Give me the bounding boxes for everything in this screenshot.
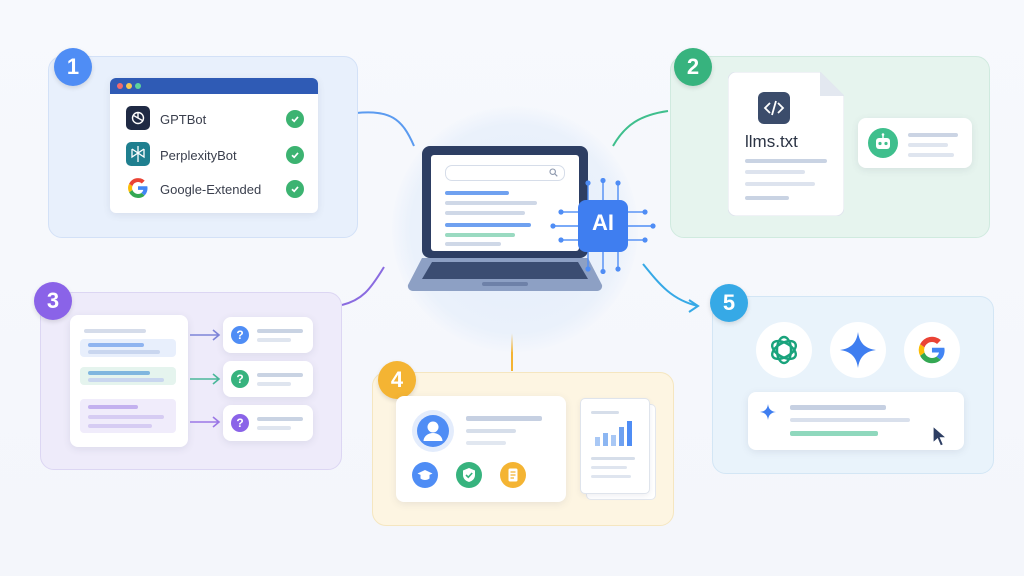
check-icon	[286, 146, 304, 164]
google-icon	[904, 322, 960, 378]
text-line	[908, 133, 958, 137]
bot-message-card	[858, 118, 972, 168]
browser-window: GPTBot PerplexityBot Google-Extended	[110, 78, 318, 213]
connector-3	[341, 266, 385, 306]
step-badge-3: 3	[34, 282, 72, 320]
shield-check-icon	[456, 462, 482, 488]
result-line	[445, 223, 531, 227]
text-line	[88, 424, 152, 428]
text-line	[790, 431, 878, 436]
text-line	[257, 417, 303, 421]
text-line	[257, 382, 291, 386]
text-line	[88, 378, 164, 382]
connector-5	[642, 263, 699, 307]
step-badge-1: 1	[54, 48, 92, 86]
author-profile-card	[396, 396, 566, 502]
text-line	[257, 338, 291, 342]
text-line	[745, 196, 789, 200]
document-icon	[500, 462, 526, 488]
report-card	[580, 398, 650, 494]
text-line	[745, 182, 815, 186]
code-icon	[758, 92, 790, 124]
text-line	[88, 343, 144, 347]
graduation-cap-icon	[412, 462, 438, 488]
document-card	[728, 72, 844, 216]
search-bar	[445, 165, 565, 181]
result-line	[445, 233, 515, 237]
result-line	[445, 242, 501, 246]
avatar-icon	[412, 410, 454, 452]
filename-label: llms.txt	[745, 132, 798, 151]
text-line	[745, 170, 805, 174]
ai-chip-label: AI	[592, 210, 614, 235]
text-line	[745, 159, 827, 163]
content-section	[80, 367, 176, 385]
text-line	[466, 441, 506, 445]
laptop-display	[431, 155, 579, 251]
step-badge-4: 4	[378, 361, 416, 399]
bar-chart-icon	[593, 419, 637, 447]
text-line	[591, 466, 627, 469]
faq-card: ?	[223, 361, 313, 397]
step-badge-2: 2	[674, 48, 712, 86]
check-icon	[286, 110, 304, 128]
openai-icon	[126, 106, 150, 130]
laptop-base	[406, 257, 604, 293]
check-icon	[286, 180, 304, 198]
question-icon: ?	[231, 326, 249, 344]
content-block-card	[70, 315, 188, 447]
sparkle-icon	[760, 404, 776, 420]
result-line	[445, 191, 509, 195]
browser-titlebar	[110, 78, 318, 94]
text-line	[908, 143, 948, 147]
result-line	[445, 211, 525, 215]
result-line	[445, 201, 537, 205]
window-dot-red	[117, 83, 123, 89]
ai-answer-card	[748, 392, 964, 450]
gemini-sparkle-icon	[830, 322, 886, 378]
text-line	[88, 371, 150, 375]
crawler-name: Google-Extended	[160, 182, 262, 197]
text-line	[257, 373, 303, 377]
mapping-arrows	[190, 329, 221, 428]
text-line	[908, 153, 954, 157]
text-line	[88, 350, 160, 354]
text-line	[257, 426, 291, 430]
text-line	[790, 418, 910, 422]
cursor-icon	[930, 424, 952, 448]
text-line	[88, 405, 138, 409]
text-line	[790, 405, 886, 410]
perplexity-icon	[126, 142, 150, 166]
robot-icon	[868, 128, 898, 158]
text-line	[257, 329, 303, 333]
crawler-name: PerplexityBot	[160, 148, 237, 163]
crawler-name: GPTBot	[160, 112, 207, 127]
faq-card: ?	[223, 317, 313, 353]
text-line	[84, 329, 146, 333]
text-line	[466, 429, 516, 433]
text-line	[591, 457, 635, 460]
ai-chip-circuit	[548, 178, 658, 274]
connector-1	[355, 111, 415, 147]
search-icon	[549, 168, 558, 177]
window-dot-yellow	[126, 83, 132, 89]
window-dot-green	[135, 83, 141, 89]
connector-5-arrow	[688, 299, 700, 313]
connector-2	[612, 110, 669, 147]
text-line	[88, 415, 164, 419]
google-icon	[126, 176, 150, 200]
content-section	[80, 339, 176, 357]
text-line	[591, 411, 619, 414]
question-icon: ?	[231, 414, 249, 432]
question-icon: ?	[231, 370, 249, 388]
text-line	[591, 475, 631, 478]
text-line	[466, 416, 542, 421]
chatgpt-icon	[756, 322, 812, 378]
step-badge-5: 5	[710, 284, 748, 322]
faq-card: ?	[223, 405, 313, 441]
